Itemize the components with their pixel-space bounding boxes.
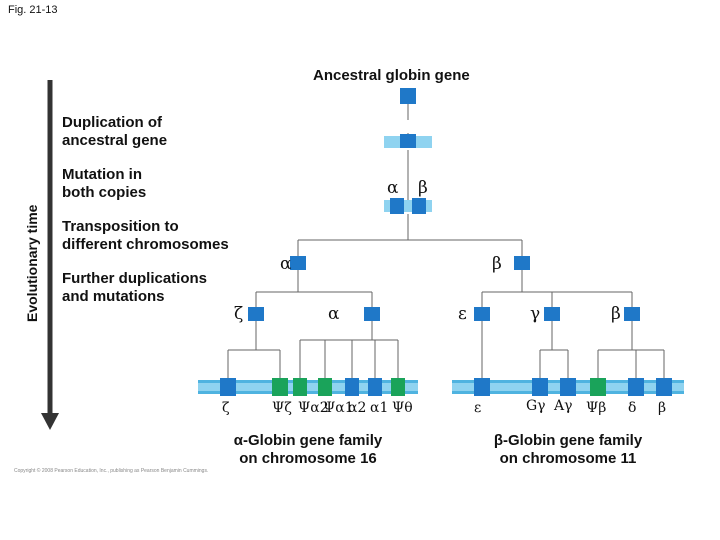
beta-family-label: β-Globin gene family on chromosome 11 (493, 432, 643, 467)
step-mutation: Mutation in both copies (62, 166, 147, 201)
alpha-family-gene-zeta: ζ (222, 400, 230, 416)
time-arrow-head (41, 413, 59, 430)
epsilon-gene (474, 307, 490, 321)
alpha-family-gene-alpha2: α2 (348, 400, 367, 416)
copyright-notice: Copyright © 2008 Pearson Education, Inc.… (14, 468, 209, 474)
beta-family-gene-psi-beta: Ψβ (586, 400, 607, 416)
alpha-family-gene-psi-alpha2: Ψα2 (298, 400, 329, 416)
figure-label: Fig. 21-13 (8, 4, 58, 16)
ancestral-gene (400, 88, 416, 104)
step-transposition: Transposition to different chromosomes (62, 218, 229, 253)
step-duplication: Duplication of ancestral gene (62, 114, 168, 149)
zeta-label: ζ (234, 304, 244, 324)
gamma-gene (544, 307, 560, 321)
chromosome-16 (198, 378, 418, 396)
beta-gene-further (624, 307, 640, 321)
beta-family-gene-G-gamma: Gγ (526, 398, 546, 414)
mutated-segment (384, 198, 432, 214)
gamma-label: γ (530, 304, 541, 324)
beta-family-gene-epsilon: ε (474, 400, 482, 416)
alpha-gene-further (364, 307, 380, 321)
alpha-family-gene-psi-theta: Ψθ (392, 400, 413, 416)
beta-label-transposition: β (492, 254, 502, 274)
beta-family-gene-beta: β (658, 400, 667, 416)
alpha-family-gene-alpha1: α1 (370, 400, 389, 416)
beta-family-gene-A-gamma: Aγ (554, 398, 573, 414)
alpha-family-gene-psi-alpha1: Ψα1 (323, 400, 354, 416)
step-further-duplications: Further duplications and mutations (62, 270, 208, 305)
duplicated-segment (384, 134, 432, 150)
zeta-gene (248, 307, 264, 321)
alpha-label-transposition: α (280, 254, 292, 274)
alpha-label-mutation: α (387, 178, 399, 198)
beta-family-gene-delta: δ (628, 400, 637, 416)
alpha-family-label: α-Globin gene family on chromosome 16 (233, 432, 383, 467)
beta-label-mutation: β (418, 178, 428, 198)
tree-lines (227, 103, 665, 380)
alpha-label-further: α (328, 304, 340, 324)
alpha-gene-transposed (290, 256, 306, 270)
diagram-title: Ancestral globin gene (313, 67, 470, 84)
chromosome-11 (452, 378, 684, 396)
alpha-family-gene-psi-zeta: Ψζ (272, 400, 292, 416)
beta-label-further: β (611, 304, 621, 324)
epsilon-label: ε (458, 304, 467, 324)
beta-gene-transposed (514, 256, 530, 270)
